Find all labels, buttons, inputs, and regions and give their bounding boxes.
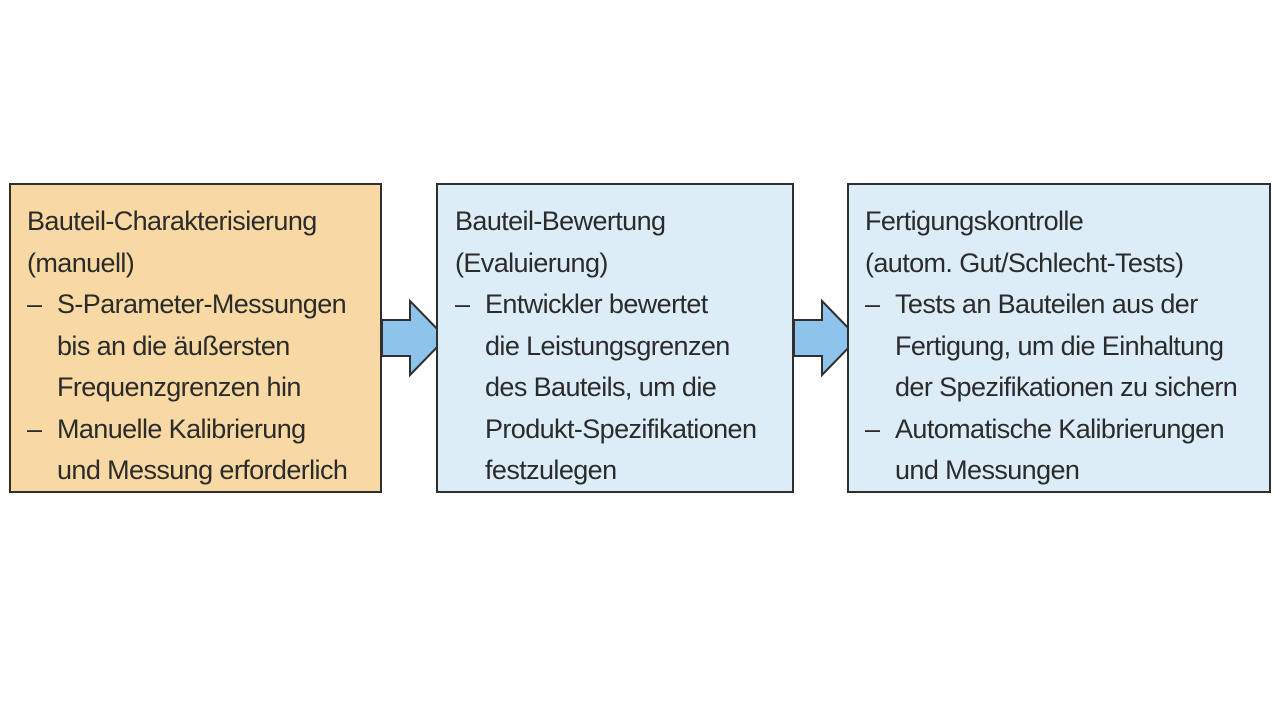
bullet-text: die Leistungsgrenzen bbox=[485, 330, 730, 361]
box-title-line: Fertigungskontrolle bbox=[865, 206, 1084, 236]
bullet-text: Produkt-Spezifikationen bbox=[485, 413, 757, 444]
box-title-line: Bauteil-Charakterisierung bbox=[27, 206, 317, 236]
bullet-item: –S-Parameter-Messungen bis an die äußers… bbox=[27, 284, 380, 409]
bullet-text: festzulegen bbox=[485, 455, 617, 485]
bullet-text: des Bauteils, um die bbox=[485, 372, 717, 402]
bullet-item: –Tests an Bauteilen aus der Fertigung, u… bbox=[865, 284, 1269, 409]
bullet-item: –Entwickler bewertet die Leistungsgrenze… bbox=[455, 284, 792, 491]
box-title-line: Bauteil-Bewertung bbox=[455, 206, 666, 236]
process-box-production-control: Fertigungskontrolle (autom. Gut/Schlecht… bbox=[847, 183, 1271, 493]
bullet-text: der Spezifikationen zu sichern bbox=[895, 372, 1238, 402]
bullet-text: bis an die äußersten bbox=[57, 330, 290, 361]
bullet-text: Tests an Bauteilen aus der bbox=[895, 289, 1198, 319]
box-subtitle-line: (manuell) bbox=[27, 247, 135, 278]
bullet-text: S-Parameter-Messungen bbox=[57, 289, 347, 319]
bullet-text: und Messungen bbox=[895, 455, 1080, 485]
flow-arrow-icon bbox=[381, 298, 448, 378]
bullet-item: –Automatische Kalibrierungen und Messung… bbox=[865, 409, 1269, 492]
bullet-item: –Manuelle Kalibrierung und Messung erfor… bbox=[27, 409, 380, 492]
bullet-dash: – bbox=[455, 289, 470, 319]
flow-arrow-icon bbox=[793, 298, 860, 378]
process-box-characterization: Bauteil-Charakterisierung (manuell) –S-P… bbox=[9, 183, 382, 493]
bullet-text: Frequenzgrenzen hin bbox=[57, 372, 301, 402]
bullet-text: Automatische Kalibrierungen bbox=[895, 413, 1225, 444]
bullet-dash: – bbox=[865, 413, 880, 444]
bullet-text: Entwickler bewertet bbox=[485, 289, 708, 319]
bullet-dash: – bbox=[865, 289, 880, 319]
process-box-evaluation: Bauteil-Bewertung (Evaluierung) –Entwick… bbox=[436, 183, 794, 493]
bullet-text: Manuelle Kalibrierung bbox=[57, 413, 306, 444]
bullet-text: Fertigung, um die Einhaltung bbox=[895, 330, 1224, 361]
box-subtitle-line: (Evaluierung) bbox=[455, 247, 608, 278]
bullet-text: und Messung erforderlich bbox=[57, 455, 348, 485]
bullet-dash: – bbox=[27, 289, 42, 319]
box-subtitle-line: (autom. Gut/Schlecht-Tests) bbox=[865, 247, 1184, 278]
bullet-dash: – bbox=[27, 413, 42, 444]
